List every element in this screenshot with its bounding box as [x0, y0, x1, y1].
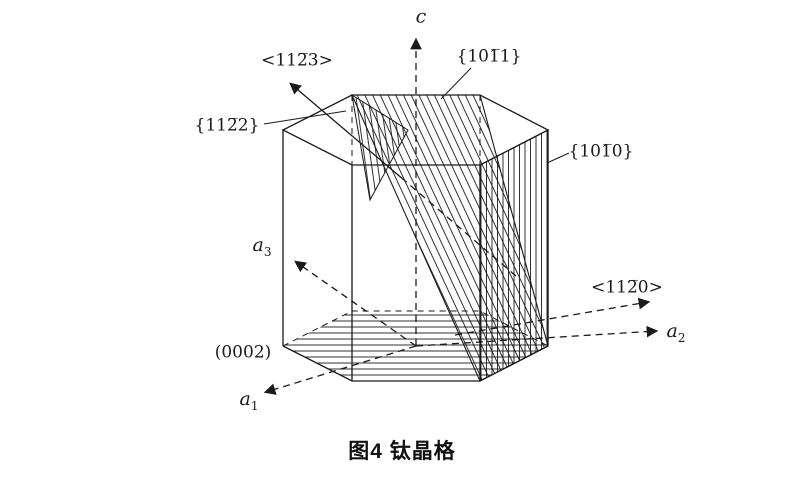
label-plane-1122: {112̅2}	[194, 115, 260, 136]
leader-plane-1011	[440, 67, 472, 100]
prism-plane-1010	[479, 129, 549, 382]
label-direction-1120: <112̅0>	[591, 277, 663, 298]
crystal-axes	[263, 37, 659, 395]
hidden-bottom-back-edges	[282, 310, 549, 347]
axis-label-a1: a1	[239, 388, 259, 413]
a3-axis-arrow	[294, 260, 417, 347]
figure-caption: 图4 钛晶格	[348, 440, 456, 463]
label-plane-0002: (0002)	[214, 342, 272, 363]
label-plane-1010: {101̅0}	[568, 141, 634, 162]
label-plane-1011: {101̅1}	[456, 46, 522, 67]
leader-plane-1010	[546, 152, 570, 164]
bottom-front-edges	[282, 345, 549, 382]
label-leader-lines	[263, 67, 570, 164]
direction-1120-arrow	[454, 297, 651, 336]
leader-plane-1122	[263, 110, 347, 125]
axis-label-a3: a3	[252, 234, 272, 259]
hexagonal-prism-edges	[281, 94, 550, 382]
a2-axis-arrow	[415, 325, 659, 347]
direction-1123-arrow	[289, 82, 405, 181]
a1-axis-arrow	[263, 345, 417, 395]
axis-label-c: c	[415, 5, 427, 28]
axis-label-a2: a2	[666, 320, 686, 345]
label-direction-1123: <112̅3>	[261, 50, 333, 71]
direction-1123-hidden-segment	[403, 179, 517, 277]
